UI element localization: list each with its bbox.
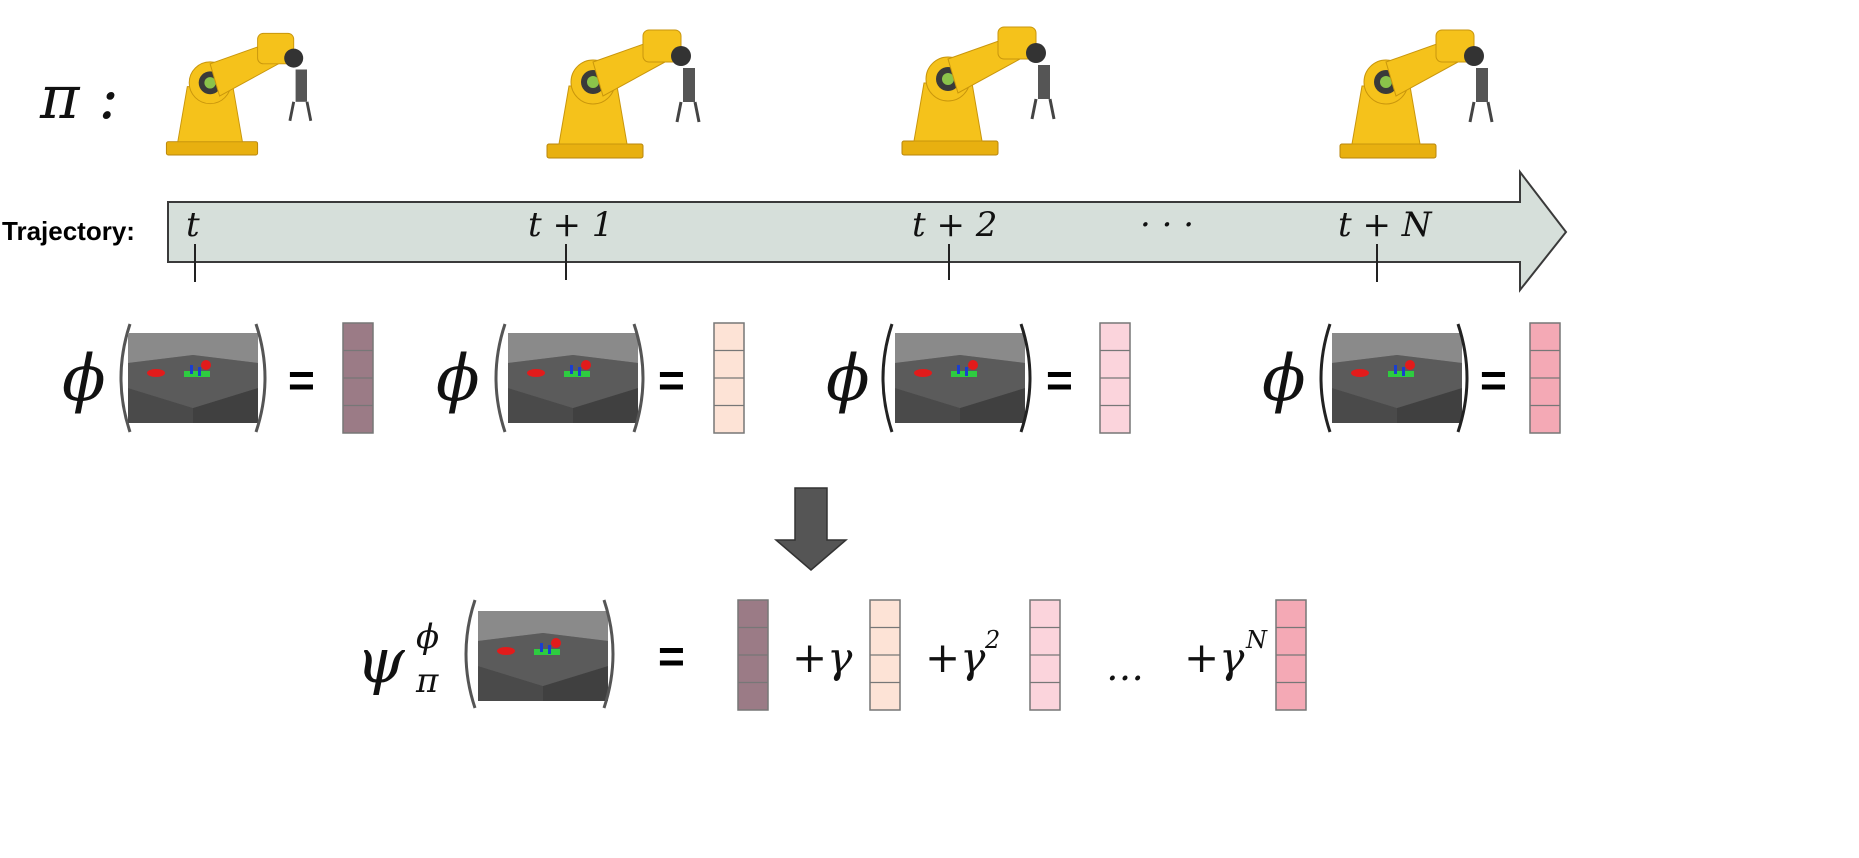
gamma-term: +γ [1184,633,1245,682]
right-paren [602,599,615,709]
right-paren [1456,323,1469,433]
robot-arm-icon [1338,28,1494,160]
gamma-exponent: 2 [984,626,1000,654]
equals-sign: = [1480,354,1507,406]
right-paren [254,323,267,433]
scene-thumbnail [508,333,638,423]
ellipsis-label: · · · [1140,205,1194,245]
timestep-label: t + N [1338,205,1433,245]
left-paren [464,599,477,709]
robot-arm-icon [900,25,1056,157]
right-paren [632,323,645,433]
phi-symbol: ϕ [62,342,106,416]
phi-symbol: ϕ [436,342,480,416]
psi-subscript: π [415,661,439,701]
down-arrow [773,487,849,571]
robot-arm-icon [164,31,313,157]
gamma-term: +γ [925,633,986,682]
phi-symbol: ϕ [826,342,870,416]
left-paren [494,323,507,433]
phi-symbol: ϕ [1262,342,1306,416]
trajectory-label: Trajectory: [2,216,135,246]
equals-sign: = [288,354,315,406]
equals-sign: = [658,630,685,682]
left-paren [881,323,894,433]
left-paren [119,323,132,433]
timestep-label: t + 2 [912,205,997,245]
scene-thumbnail [478,611,608,701]
gamma-term: +γ [792,633,853,682]
equals-sign: = [1046,354,1073,406]
psi-superscript: ϕ [416,617,439,657]
right-paren [1019,323,1032,433]
scene-thumbnail [895,333,1025,423]
policy-symbol: π : [39,63,119,133]
gamma-exponent: N [1245,626,1268,654]
trajectory-arrow [167,169,1568,293]
psi-symbol: ψ [356,624,406,697]
scene-thumbnail [128,333,258,423]
left-paren [1319,323,1332,433]
timestep-label: t [186,205,200,245]
robot-arm-icon [545,28,701,160]
timestep-label: t + 1 [528,205,613,245]
scene-thumbnail [1332,333,1462,423]
equals-sign: = [658,354,685,406]
ellipsis: … [1106,645,1144,689]
